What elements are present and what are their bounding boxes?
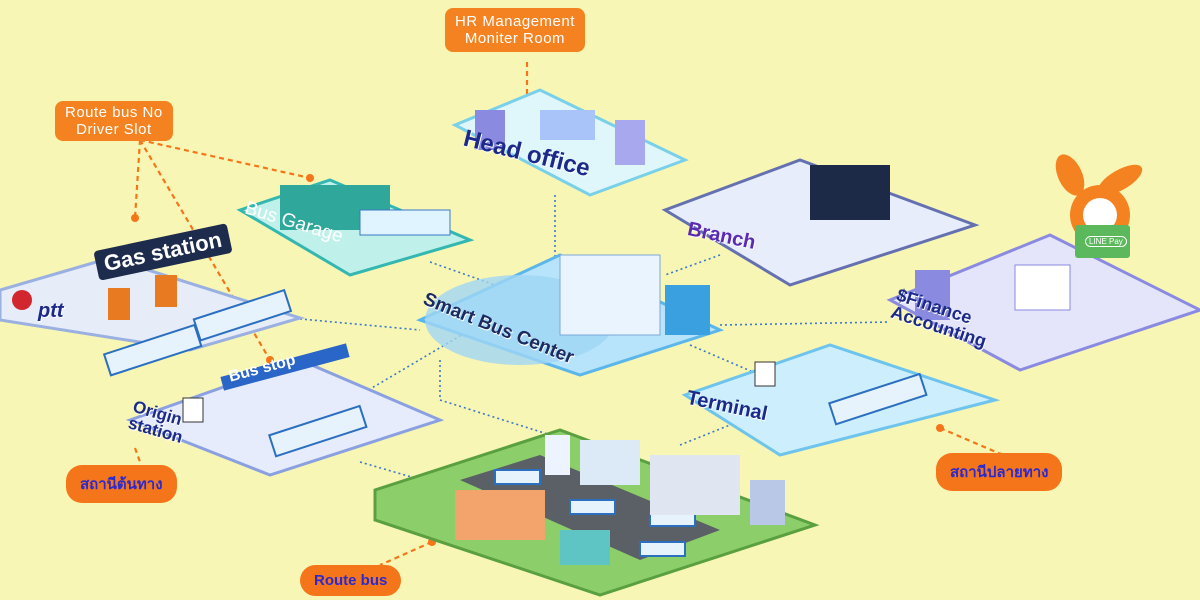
station-sign-icon (182, 397, 204, 423)
dashboard-screen (559, 254, 661, 336)
ptt-logo: ptt (38, 300, 64, 322)
no-driver-line2: Driver Slot (76, 121, 152, 138)
building-icon (650, 455, 740, 515)
server-icon (665, 285, 710, 335)
chart-screen (540, 110, 595, 140)
fuel-pump-icon (108, 288, 130, 320)
building-icon (560, 530, 610, 565)
line-rabbit-mascot (1055, 154, 1143, 258)
station-sign-icon (754, 361, 776, 387)
monitor-wall (810, 165, 890, 220)
building-icon (750, 480, 785, 525)
fuel-pump-icon (155, 275, 177, 307)
hr-label-line2: Moniter Room (464, 30, 566, 47)
head-office-platform (451, 88, 689, 197)
building-icon (545, 435, 570, 475)
bus-stop-roof (220, 343, 350, 391)
route-bus-label: Route bus (300, 565, 402, 596)
server-icon (615, 120, 645, 165)
server-icon (475, 110, 505, 150)
origin-station-thai-label: สถานีต้นทาง (66, 465, 177, 503)
branch-platform (661, 158, 980, 287)
server-icon (915, 270, 950, 320)
building-icon (580, 440, 640, 485)
hr-label-line1: HR Management (455, 13, 575, 30)
line-pay-badge: LINE Pay (1085, 236, 1127, 247)
ptt-logo-icon (12, 290, 32, 310)
terminal-station-thai-label: สถานีปลายทาง (936, 453, 1063, 491)
laptop-icon (1014, 264, 1071, 311)
bus-icons (102, 288, 928, 557)
building-icon (455, 490, 545, 540)
no-driver-line1: Route bus No (65, 104, 163, 121)
